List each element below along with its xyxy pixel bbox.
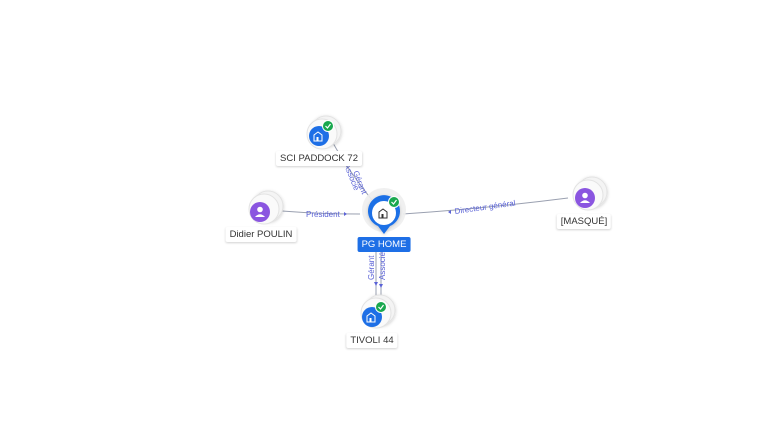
node-pg-home[interactable] — [362, 188, 406, 234]
edge-label-tivoli-gerant: Gérant — [367, 255, 376, 280]
label-masque[interactable]: [MASQUÉ] — [556, 214, 612, 229]
building-icon — [313, 131, 323, 142]
edges — [281, 142, 569, 296]
label-sci-paddock[interactable]: SCI PADDOCK 72 — [276, 151, 362, 166]
label-pg-home[interactable]: PG HOME — [357, 237, 411, 252]
node-masque[interactable] — [572, 176, 608, 211]
arrow-directeur — [448, 210, 451, 214]
edge-president — [281, 210, 361, 215]
edge-label-directeur: Directeur général — [454, 198, 516, 215]
edge-sci-paddock — [332, 142, 373, 201]
arrow-president — [344, 212, 347, 216]
person-icon — [255, 206, 265, 217]
node-tivoli[interactable] — [360, 294, 396, 329]
edge-directeur-general — [402, 197, 569, 215]
edge-label-president: Président — [306, 210, 341, 219]
arrow-tivoli-gerant — [374, 282, 378, 286]
building-icon — [378, 208, 388, 219]
edge-arrows — [344, 210, 451, 288]
person-icon — [580, 192, 590, 203]
node-sci-paddock[interactable] — [306, 115, 342, 150]
label-tivoli[interactable]: TIVOLI 44 — [346, 333, 398, 348]
verified-check-icon — [388, 196, 400, 208]
verified-check-icon — [322, 120, 334, 132]
arrow-tivoli-associe — [379, 284, 383, 288]
label-didier-poulin[interactable]: Didier POULIN — [225, 227, 297, 242]
node-didier-poulin[interactable] — [248, 190, 284, 225]
building-icon — [366, 312, 376, 323]
verified-check-icon — [375, 301, 387, 313]
edge-label-tivoli-associe: Associé — [378, 251, 387, 280]
